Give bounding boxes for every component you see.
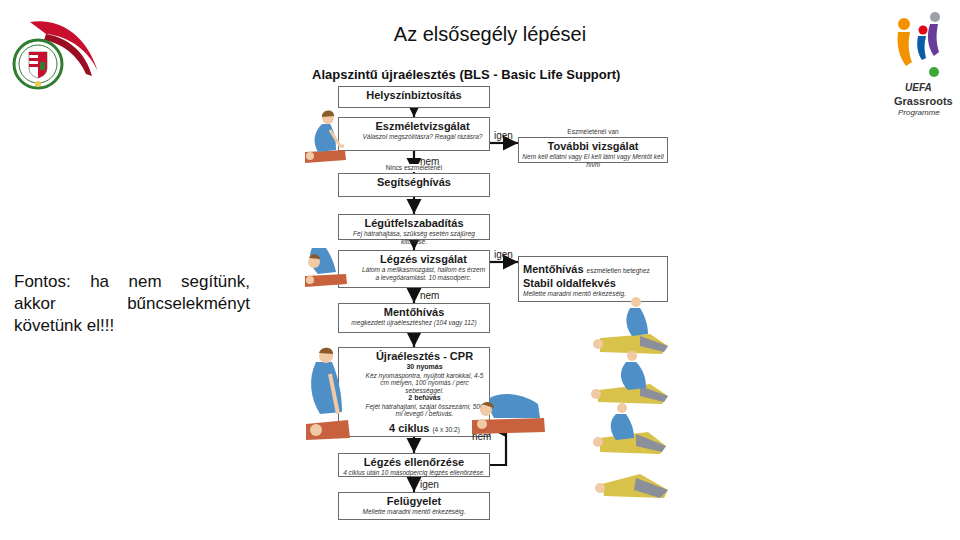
node-title: Légzés ellenőrzése [342,456,486,469]
flow-arrow [413,288,415,303]
edge-label: nem [420,290,439,301]
node-title: Felügyelet [342,495,486,508]
process-box: Nincs eszméleténélSegítséghívás [338,173,490,197]
node-note: Kéz nyomáspontra, nyújtott karokkal, 4-5… [363,372,486,395]
flow-arrow [413,477,415,492]
node-title: Helyszínbiztosítás [342,89,486,102]
edge-label: igen [494,249,513,260]
process-box: Légzés vizsgálatLátom a mellkasmozgást, … [338,250,490,288]
process-box: Eszméleténél vanTovábbi vizsgálatNem kel… [518,137,668,163]
node-note: Fej hátrahajtása, szükség esetén szájüre… [342,230,486,245]
node-title: További vizsgálat [522,140,664,153]
node-title: Légútfelszabadítás [342,217,486,230]
edge-label: nem [420,156,439,167]
step-heading: 30 nyomás [363,363,486,372]
node-title: Stabil oldalfekvés [523,277,664,290]
logo-text: Programme [898,108,953,117]
edge-label: igen [420,479,439,490]
uefa-grassroots-logo [897,12,940,77]
node-note: (4 x 30:2) [432,426,459,434]
flow-arrow [490,142,518,144]
node-title: Légzés vizsgálat [361,253,486,266]
node-title: Mentőhívás [523,263,584,276]
node-note: 4 ciklus után 10 másodpercig légzés elle… [342,469,486,477]
process-box: LégútfelszabadításFej hátrahajtása, szük… [338,214,490,240]
rescuer-figure [305,248,347,287]
process-box: EszméletvizsgálatVálaszol megszólításra?… [338,117,490,151]
ventilation-figure [472,394,545,434]
node-note: Eszméleténél van [565,128,620,136]
flow-arrow [413,197,415,214]
process-box: Újraélesztés - CPR30 nyomásKéz nyomáspon… [338,347,490,437]
flow-arrow [413,333,415,347]
node-title: 4 ciklus [389,422,429,435]
chart-heading: Alapszintű újraélesztés (BLS - Basic Lif… [312,67,692,83]
node-title: Mentőhívás [342,306,486,319]
process-box: Mentőhívásmegkezdett újraélesztéshez (10… [338,303,490,333]
flow-arrow [413,108,415,117]
process-box: Mentőhíváseszméletlen beteghezStabil old… [518,256,668,302]
node-title: Eszméletvizsgálat [359,120,486,133]
edge-label: igen [494,130,513,141]
flow-arrow [490,261,518,263]
node-note: Mellette maradni mentő érkezéséig. [523,290,664,298]
node-title: Segítséghívás [342,176,486,189]
logo-text: Grassroots [894,95,956,107]
flow-arrow [490,429,506,465]
node-note: Nem kell ellátni vagy El kell látni vagy… [522,153,664,168]
node-note: Fejét hátrahajtani, száját összezárni, 5… [363,403,486,418]
node-note: Mellette maradni mentő érkezéséig. [342,508,486,516]
logo-text: UEFA [905,82,950,94]
step-heading: 2 befúvás [363,394,486,403]
edge-label: nem [472,431,491,442]
recovery-position-sequence [591,297,668,498]
node-note: megkezdett újraélesztéshez (104 vagy 112… [342,319,486,327]
process-box: Helyszínbiztosítás [338,86,490,108]
cpr-figure [306,348,350,440]
node-note: Válaszol megszólításra? Reagál rázásra? [359,133,486,141]
process-box: Légzés ellenőrzése4 ciklus után 10 másod… [338,453,490,477]
node-note: eszméletlen beteghez [587,267,650,275]
node-note: Látom a mellkasmozgást, hallom és érzem … [361,266,486,281]
node-title: Újraélesztés - CPR [363,350,486,363]
process-box: FelügyeletMellette maradni mentő érkezés… [338,492,490,520]
rescuer-figure [305,111,346,163]
federation-logo [14,21,98,88]
flow-arrow [413,437,415,453]
slide-title: Az elsősegély lépései [340,22,640,46]
note-text: Fontos: ha nem segítünk, akkor bűncselek… [14,271,250,337]
